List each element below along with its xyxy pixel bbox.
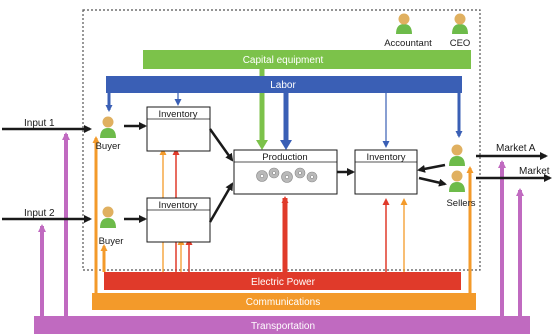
material-flow-arrows — [2, 122, 552, 223]
inventory-top-label: Inventory — [158, 109, 197, 120]
seller-bottom-icon — [449, 170, 465, 192]
input2-label: Input 2 — [24, 208, 55, 219]
labor-bar — [106, 76, 462, 93]
capital-equipment-label: Capital equipment — [243, 55, 324, 66]
sellers-label: Sellers — [446, 198, 475, 209]
seller-top-icon — [449, 144, 465, 166]
inventory-bottom-box — [146, 197, 211, 243]
market-b-label: Market — [519, 166, 550, 177]
production-label: Production — [262, 152, 307, 163]
communications-bar — [92, 293, 476, 310]
ceo-icon — [452, 13, 468, 34]
accountant-label: Accountant — [384, 38, 432, 49]
inventory-out-box — [354, 149, 418, 195]
capital-equipment-bar — [143, 50, 471, 69]
gears-icon — [256, 167, 318, 183]
labor-label: Labor — [270, 80, 296, 91]
electric-power-label: Electric Power — [251, 277, 316, 288]
inventory-top-box — [146, 106, 211, 152]
buyer-bottom-label: Buyer — [99, 236, 124, 247]
labor-links — [105, 93, 463, 138]
input1-label: Input 1 — [24, 118, 55, 129]
buyer-top-label: Buyer — [96, 141, 121, 152]
transportation-bar — [34, 316, 530, 334]
electric-power-bar — [104, 272, 461, 290]
communications-links — [92, 136, 474, 293]
market-a-label: Market A — [496, 143, 536, 154]
buyer-top-icon — [100, 116, 116, 138]
inventory-out-label: Inventory — [366, 152, 405, 163]
enterprise-boundary — [82, 9, 481, 271]
ceo-label: CEO — [450, 38, 471, 49]
buyer-bottom-icon — [100, 206, 116, 228]
accountant-icon — [396, 13, 412, 34]
inventory-bottom-label: Inventory — [158, 200, 197, 211]
transportation-label: Transportation — [251, 321, 315, 332]
transportation-links — [38, 132, 524, 316]
communications-label: Communications — [246, 297, 320, 308]
labor-thin-links — [174, 93, 390, 148]
